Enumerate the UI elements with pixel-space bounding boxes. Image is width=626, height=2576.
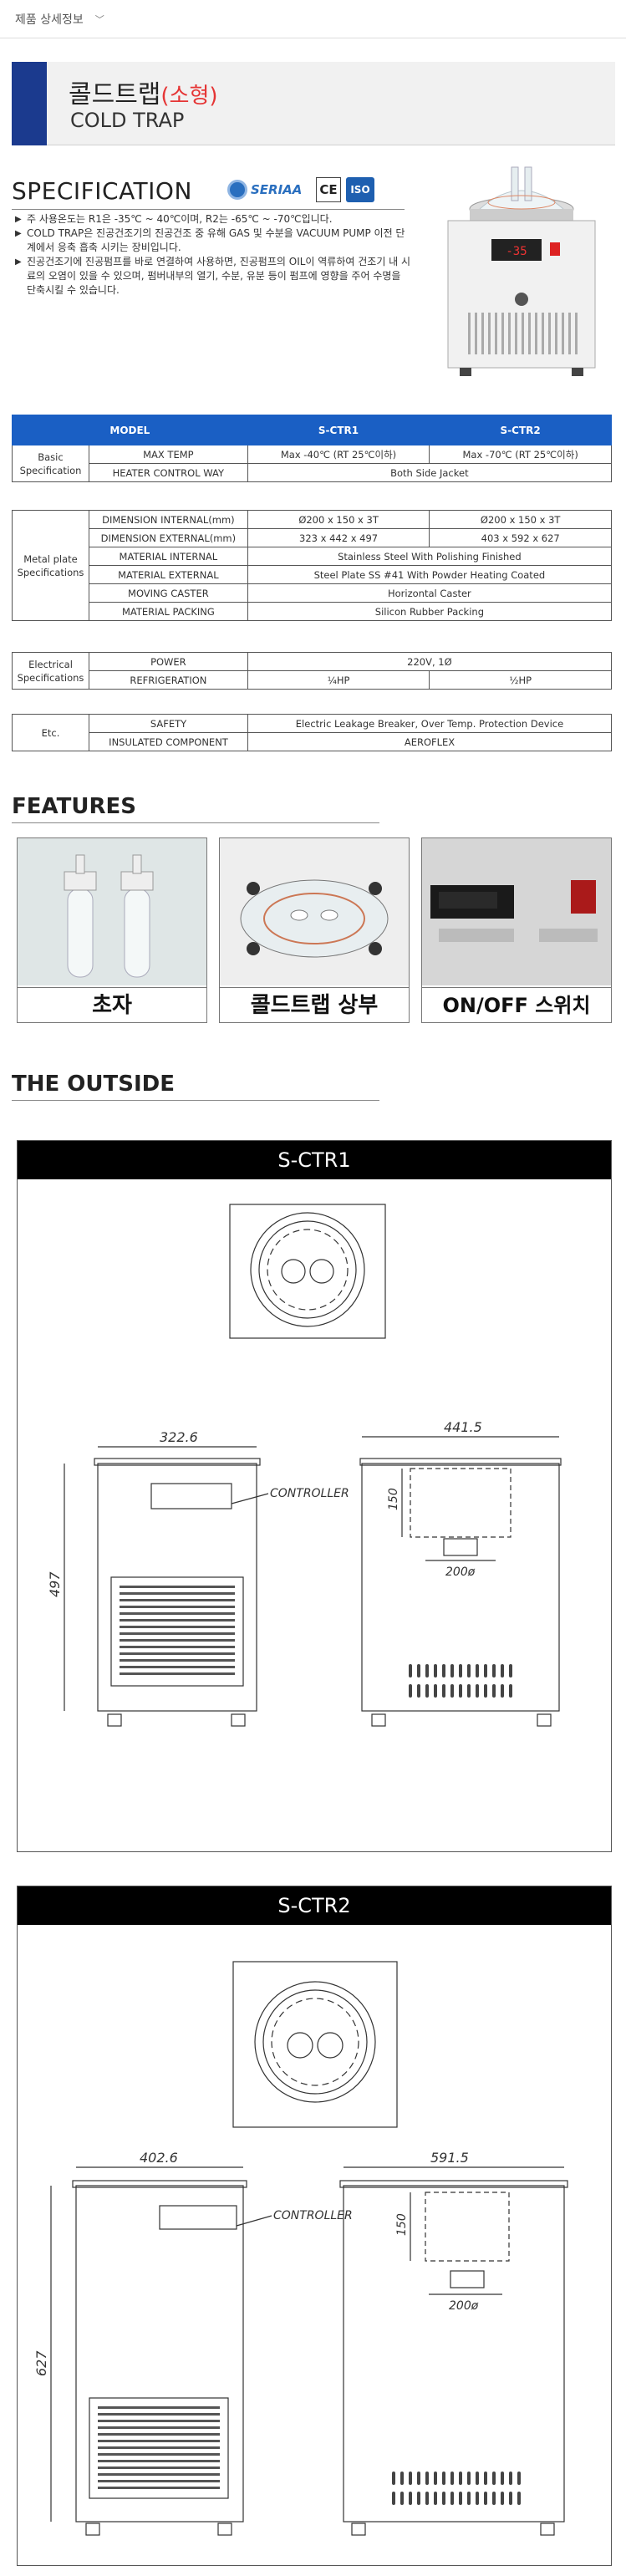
controller-label: CONTROLLER [273, 2209, 353, 2222]
row-label: DIMENSION INTERNAL(mm) [88, 510, 248, 529]
cell: 403 x 592 x 627 [429, 528, 612, 547]
cell: Electric Leakage Breaker, Over Temp. Pro… [247, 714, 612, 733]
group-label: Electrical Specifications [12, 652, 89, 690]
row-label: MATERIAL PACKING [88, 602, 248, 621]
title-korean-sub: (소형) [160, 84, 218, 109]
technical-drawing: 402.6 591.5 627 150 200ø CONTROLLER [33, 1961, 568, 2536]
outside-divider [12, 1100, 379, 1101]
width-dimension: 322.6 [160, 1429, 198, 1445]
col-s-ctr1: S-CTR1 [247, 415, 430, 445]
drawing-title: S-CTR2 [18, 1886, 611, 1925]
title-korean: 콜드트랩(소형) [69, 80, 218, 109]
product-photo: -35 [436, 155, 612, 379]
product-detail-label: 제품 상세정보 [15, 13, 84, 27]
technical-drawing: 322.6 441.5 497 150 200ø CONTROLLER [47, 1204, 562, 1727]
cell: Max -70℃ (RT 25℃이하) [429, 445, 612, 464]
group-label: Etc. [12, 714, 89, 751]
on-off-switch-photo [422, 838, 611, 985]
glassware-photo [18, 838, 206, 985]
drawing-s-ctr2: S-CTR2 [17, 1886, 612, 2566]
ce-mark-icon: CE [316, 177, 341, 202]
title-accent-bar [12, 62, 47, 145]
height-dimension: 627 [33, 2350, 49, 2376]
cell: Steel Plate SS #41 With Powder Heating C… [247, 565, 613, 584]
drawing-title: S-CTR1 [18, 1141, 611, 1179]
row-label: DIMENSION EXTERNAL(mm) [88, 528, 248, 547]
feature-caption: 콜드트랩 상부 [220, 987, 409, 1022]
outside-heading: THE OUTSIDE [12, 1072, 175, 1097]
features-divider [12, 822, 379, 823]
width-dimension: 402.6 [140, 2150, 178, 2166]
spec-divider [12, 209, 405, 210]
height-dimension: 497 [47, 1571, 63, 1597]
inner-diameter-dimension: 200ø [449, 2299, 479, 2313]
cell: Silicon Rubber Packing [247, 602, 613, 621]
features-heading: FEATURES [12, 794, 136, 819]
inner-diameter-dimension: 200ø [445, 1565, 476, 1579]
controller-label: CONTROLLER [270, 1487, 349, 1500]
cell: Ø200 x 150 x 3T [429, 510, 612, 529]
basic-spec-table: MODEL S-CTR1 S-CTR2 Basic Specification … [12, 415, 613, 482]
feature-caption: ON/OFF 스위치 [422, 987, 611, 1022]
cold-trap-top-photo [220, 838, 409, 985]
certification-logos: SERIAA CE ISO [227, 177, 374, 202]
title-block: 콜드트랩(소형) COLD TRAP [12, 62, 615, 145]
row-label: MATERIAL INTERNAL [88, 547, 248, 566]
depth-dimension: 441.5 [444, 1419, 482, 1435]
etc-spec-table: Etc. SAFETY Electric Leakage Breaker, Ov… [12, 714, 612, 751]
col-model: MODEL [12, 415, 248, 445]
gear-icon [227, 180, 247, 200]
iso-mark-icon: ISO [346, 177, 374, 202]
metal-plate-spec-table: Metal plate Specifications DIMENSION INT… [12, 510, 613, 621]
top-bar[interactable]: 제품 상세정보 ﹀ [0, 0, 626, 38]
cell: Stainless Steel With Polishing Finished [247, 547, 613, 566]
group-label: Metal plate Specifications [12, 510, 89, 621]
feature-card-switch: ON/OFF 스위치 [421, 837, 612, 1023]
drawing-s-ctr1: S-CTR1 [17, 1140, 612, 1852]
spec-bullet: 주 사용온도는 R1은 -35℃ ~ 40℃이며, R2는 -65℃ ~ -70… [15, 212, 412, 227]
title-english: COLD TRAP [70, 109, 185, 132]
cell: Both Side Jacket [247, 463, 613, 482]
row-label: HEATER CONTROL WAY [88, 463, 248, 482]
group-label: Basic Specification [12, 445, 89, 482]
depth-dimension: 591.5 [430, 2150, 469, 2166]
chevron-down-icon[interactable]: ﹀ [94, 13, 104, 25]
electrical-spec-table: Electrical Specifications POWER 220V, 1Ø… [12, 652, 613, 690]
controller-display: -35 [506, 245, 527, 258]
cell: Horizontal Caster [247, 583, 613, 603]
row-label: MAX TEMP [88, 445, 248, 464]
specification-heading: SPECIFICATION [12, 177, 192, 205]
cell: 220V, 1Ø [247, 652, 613, 671]
row-label: REFRIGERATION [88, 670, 248, 690]
row-label: MOVING CASTER [88, 583, 248, 603]
row-label: POWER [88, 652, 248, 671]
cell: ½HP [429, 670, 612, 690]
spec-bullet: COLD TRAP은 진공건조기의 진공건조 중 유해 GAS 및 수분을 VA… [15, 227, 412, 255]
feature-card-top: 콜드트랩 상부 [219, 837, 410, 1023]
cell: Max -40℃ (RT 25℃이하) [247, 445, 430, 464]
spec-bullet: 진공건조기에 진공펌프를 바로 연결하여 사용하면, 진공펌프의 OIL이 역류… [15, 255, 412, 298]
spec-bullets: 주 사용온도는 R1은 -35℃ ~ 40℃이며, R2는 -65℃ ~ -70… [15, 212, 412, 298]
row-label: INSULATED COMPONENT [89, 732, 248, 751]
cell: 323 x 442 x 497 [247, 528, 430, 547]
cell: Ø200 x 150 x 3T [247, 510, 430, 529]
col-s-ctr2: S-CTR2 [429, 415, 612, 445]
inner-height-dimension: 150 [395, 2213, 409, 2236]
cell: ¼HP [247, 670, 430, 690]
cell: AEROFLEX [247, 732, 612, 751]
seriaa-logo: SERIAA [227, 177, 311, 202]
feature-card-glassware: 초자 [17, 837, 207, 1023]
inner-height-dimension: 150 [387, 1488, 400, 1510]
feature-caption: 초자 [18, 987, 206, 1022]
row-label: SAFETY [89, 714, 248, 733]
row-label: MATERIAL EXTERNAL [88, 565, 248, 584]
